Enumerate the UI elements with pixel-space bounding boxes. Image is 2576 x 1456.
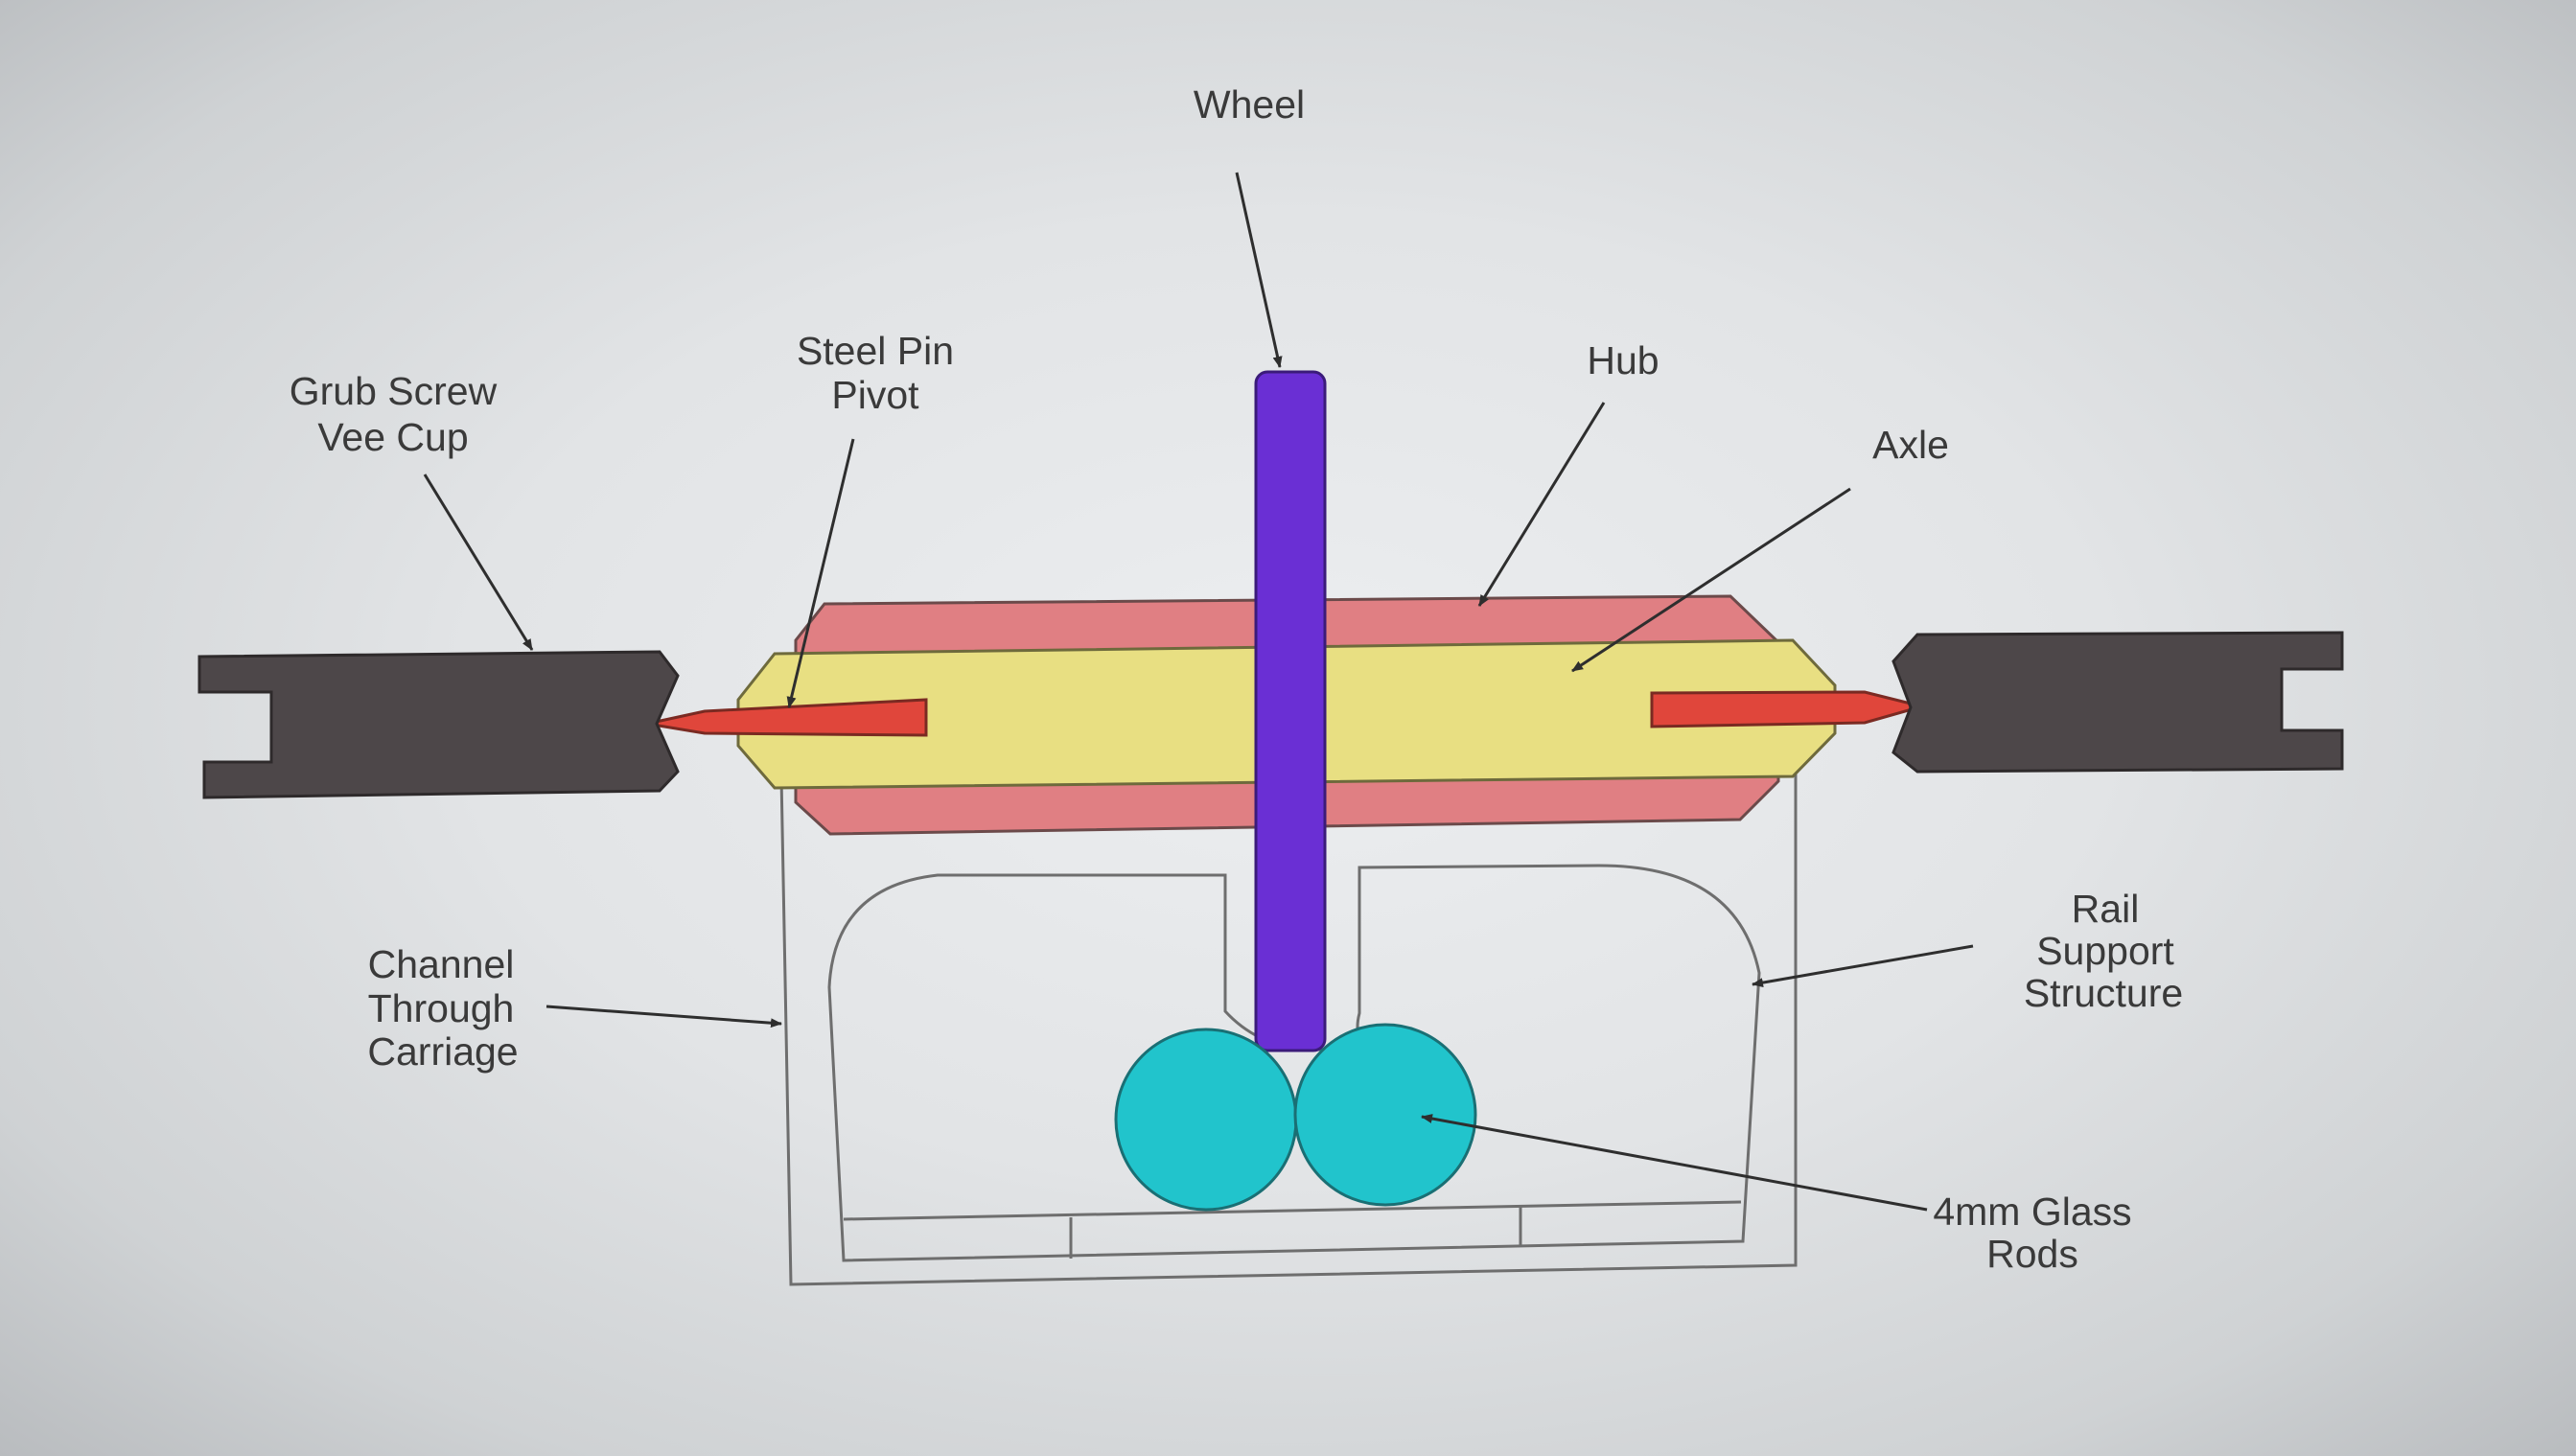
steel-pin-arrow <box>786 438 855 708</box>
glass-rods-label-line1: 4mm Glass <box>1933 1190 2131 1234</box>
wheel <box>1254 370 1327 1052</box>
rail-support-label-line1: Rail <box>2072 887 2140 931</box>
wheel-arrow <box>1235 172 1283 368</box>
glass-rod-right <box>1293 1023 1477 1207</box>
channel-label-line2: Through <box>368 986 515 1030</box>
axle-arrow <box>1571 487 1851 673</box>
glass-rods-label-line2: Rods <box>1986 1232 2078 1276</box>
channel-label-line1: Channel <box>368 942 515 986</box>
channel-arrow <box>545 1005 782 1028</box>
hub-label: Hub <box>1587 338 1659 382</box>
axle-label: Axle <box>1872 423 1949 467</box>
grub-screw-label-line1: Grub Screw <box>290 369 498 413</box>
steel-pin-pivot-left <box>646 698 928 737</box>
channel-through-carriage <box>779 767 1798 1286</box>
channel-label-line3: Carriage <box>367 1029 518 1074</box>
steel-pin-pivot-right <box>1650 690 1928 728</box>
wheel-label: Wheel <box>1194 82 1305 127</box>
grub-screw-arrow <box>423 474 534 651</box>
grub-screw-vee-cup-right <box>1891 631 2344 774</box>
grub-screw-vee-cup-left <box>197 650 680 799</box>
rail-support-arrow <box>1752 944 1974 988</box>
hub-arrow <box>1477 402 1606 607</box>
glass-rods-arrow <box>1421 1114 1928 1212</box>
steel-pin-label-line2: Pivot <box>831 373 919 417</box>
rail-support-label-line3: Structure <box>2024 971 2183 1015</box>
steel-pin-label-line1: Steel Pin <box>797 329 954 373</box>
glass-rod-left <box>1114 1028 1298 1212</box>
rail-support-label-line2: Support <box>2036 929 2174 973</box>
grub-screw-label-line2: Vee Cup <box>317 415 468 459</box>
